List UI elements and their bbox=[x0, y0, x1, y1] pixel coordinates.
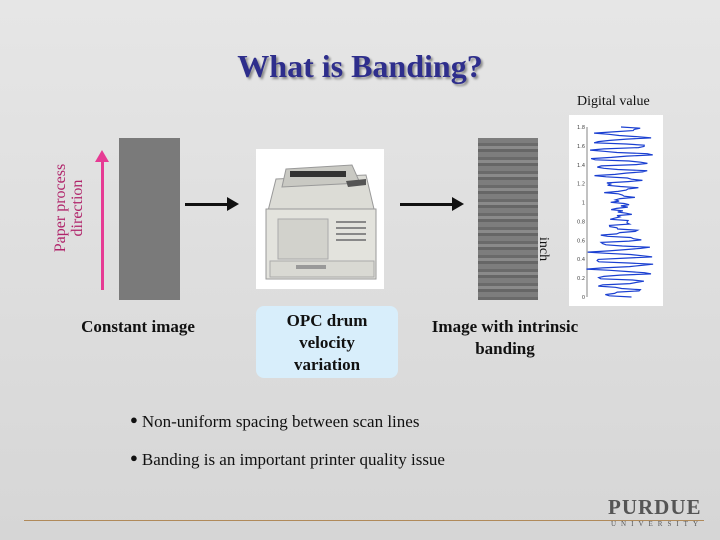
bullet-item: ●Non-uniform spacing between scan lines bbox=[130, 412, 420, 431]
constant-image-swatch bbox=[119, 138, 180, 300]
bullet-icon: ● bbox=[130, 412, 138, 427]
paper-direction-label: Paper process direction bbox=[52, 163, 86, 253]
plot-trace bbox=[586, 126, 654, 298]
digital-value-label: Digital value bbox=[577, 94, 650, 109]
opc-caption: OPC drum velocity variation bbox=[286, 311, 368, 374]
plot-tick-label: 0.2 bbox=[577, 276, 585, 282]
footer-rule bbox=[24, 520, 704, 521]
purdue-logo: PURDUE bbox=[608, 495, 702, 519]
purdue-logo-subtitle: UNIVERSITY bbox=[611, 520, 703, 528]
printer-icon bbox=[265, 164, 377, 280]
bullet-item: ●Banding is an important printer quality… bbox=[130, 450, 445, 469]
bullet-icon: ● bbox=[130, 450, 138, 465]
arrow-to-banding-image bbox=[400, 197, 464, 211]
opc-caption-box bbox=[256, 306, 398, 378]
plot-tick-label: 0.4 bbox=[577, 257, 585, 263]
plot-tick-label: 1.8 bbox=[577, 125, 585, 131]
constant-image-caption: Constant image bbox=[81, 317, 195, 336]
plot-tick-label: 0 bbox=[582, 295, 585, 301]
plot-tick-label: 0.8 bbox=[577, 219, 585, 225]
digital-value-plot-svg: 1.8 1.6 1.4 1.2 1 0.8 0.6 0.4 0.2 0 bbox=[577, 125, 654, 301]
inch-label: inch bbox=[536, 237, 551, 262]
paper-direction-arrow bbox=[95, 150, 109, 290]
digital-value-plot: 1.8 1.6 1.4 1.2 1 0.8 0.6 0.4 0.2 0 bbox=[569, 115, 663, 306]
plot-tick-label: 1.4 bbox=[577, 163, 585, 169]
printer-image bbox=[256, 149, 384, 289]
banding-image-caption: Image with intrinsic banding bbox=[431, 317, 579, 358]
plot-tick-label: 0.6 bbox=[577, 238, 585, 244]
banding-image-swatch bbox=[478, 138, 538, 300]
plot-tick-label: 1 bbox=[582, 201, 585, 207]
plot-tick-label: 1.6 bbox=[577, 144, 585, 150]
plot-tick-label: 1.2 bbox=[577, 182, 585, 188]
arrow-to-printer bbox=[185, 197, 239, 211]
slide-title: What is Banding? bbox=[237, 48, 483, 84]
